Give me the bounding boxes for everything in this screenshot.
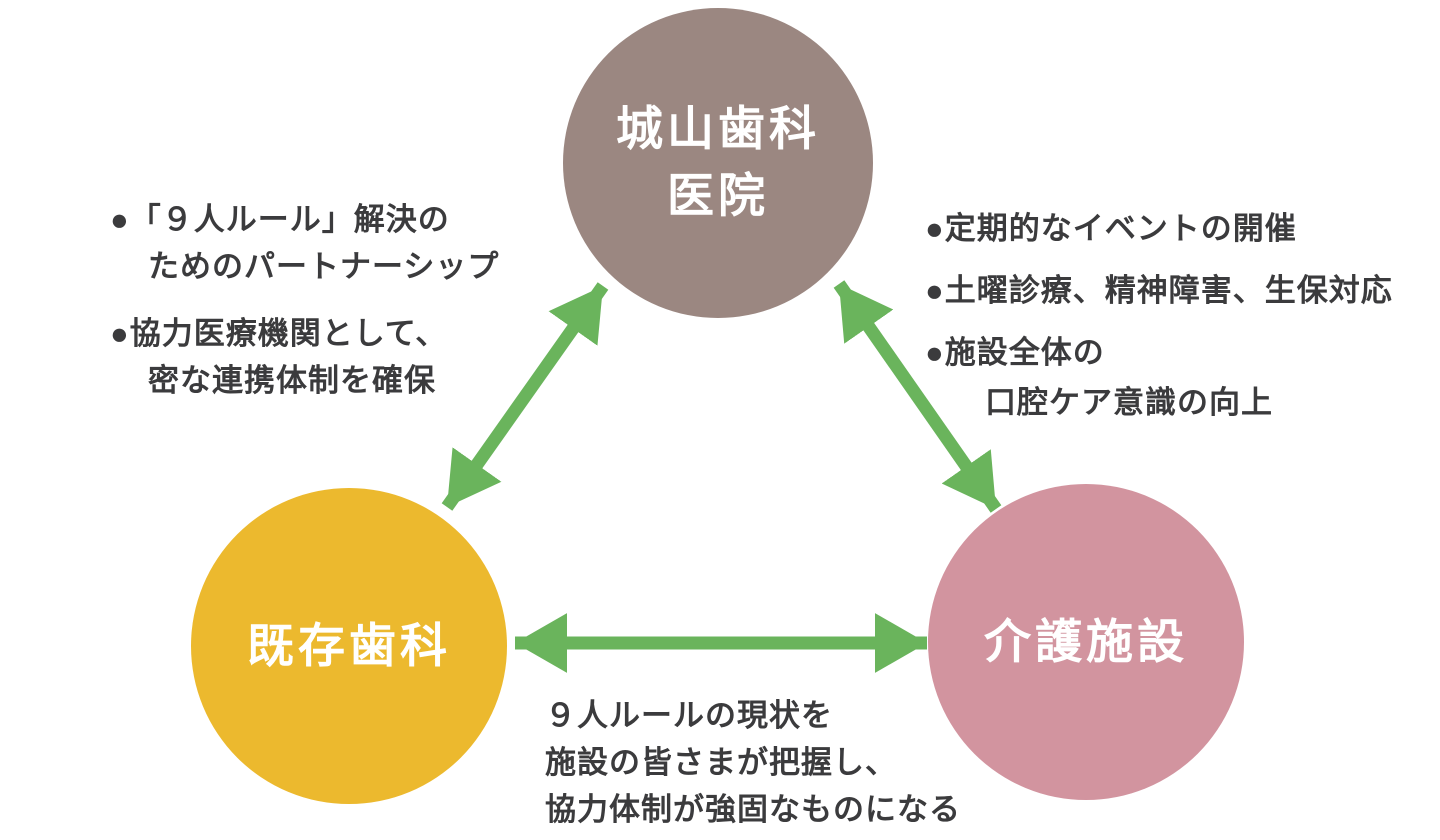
note-line: 密な連携体制を確保 — [148, 363, 436, 398]
note-line: ９人ルールの現状を — [545, 698, 833, 733]
node-label-care-facility: 介護施設 — [984, 614, 1188, 668]
notes-existing-care: ９人ルールの現状を 施設の皆さまが把握し、 協力体制が強固なものになる — [545, 692, 961, 833]
note-partnership: ●「９人ルール」解決の ためのパートナーシップ — [110, 196, 499, 290]
node-shiroyama-dental-clinic: 城山歯科 医院 — [563, 8, 873, 318]
node-label-clinic-line2: 医院 — [667, 169, 769, 222]
notes-clinic-care: ●定期的なイベントの開催 ●土曜診療、精神障害、生保対応 ●施設全体の 口腔ケア… — [925, 204, 1393, 428]
node-existing-dental: 既存歯科 — [191, 488, 507, 804]
arrow-clinic-care — [833, 280, 1002, 513]
arrow-clinic-existing — [441, 282, 609, 511]
note-saturday-care: ●土曜診療、精神障害、生保対応 — [925, 266, 1393, 316]
node-label-clinic-line1: 城山歯科 — [616, 102, 820, 156]
node-care-facility: 介護施設 — [928, 484, 1244, 800]
note-line: ●定期的なイベントの開催 — [925, 211, 1297, 246]
note-regular-events: ●定期的なイベントの開催 — [925, 204, 1393, 254]
note-oral-care-awareness: ●施設全体の 口腔ケア意識の向上 — [925, 328, 1393, 428]
node-label-existing-dental: 既存歯科 — [247, 618, 451, 672]
note-cooperating-institution: ●協力医療機関として、 密な連携体制を確保 — [110, 310, 499, 404]
note-line: ●施設全体の — [925, 335, 1105, 370]
note-line: ためのパートナーシップ — [148, 249, 500, 284]
node-label-clinic: 城山歯科 医院 — [616, 96, 820, 229]
note-line: 口腔ケア意識の向上 — [985, 385, 1273, 420]
note-line: ●土曜診療、精神障害、生保対応 — [925, 273, 1393, 308]
note-line: ●協力医療機関として、 — [110, 316, 448, 351]
note-line: ●「９人ルール」解決の — [110, 202, 450, 237]
note-line: 協力体制が強固なものになる — [545, 792, 961, 827]
note-line: 施設の皆さまが把握し、 — [545, 745, 897, 780]
notes-clinic-existing: ●「９人ルール」解決の ためのパートナーシップ ●協力医療機関として、 密な連携… — [110, 196, 499, 404]
